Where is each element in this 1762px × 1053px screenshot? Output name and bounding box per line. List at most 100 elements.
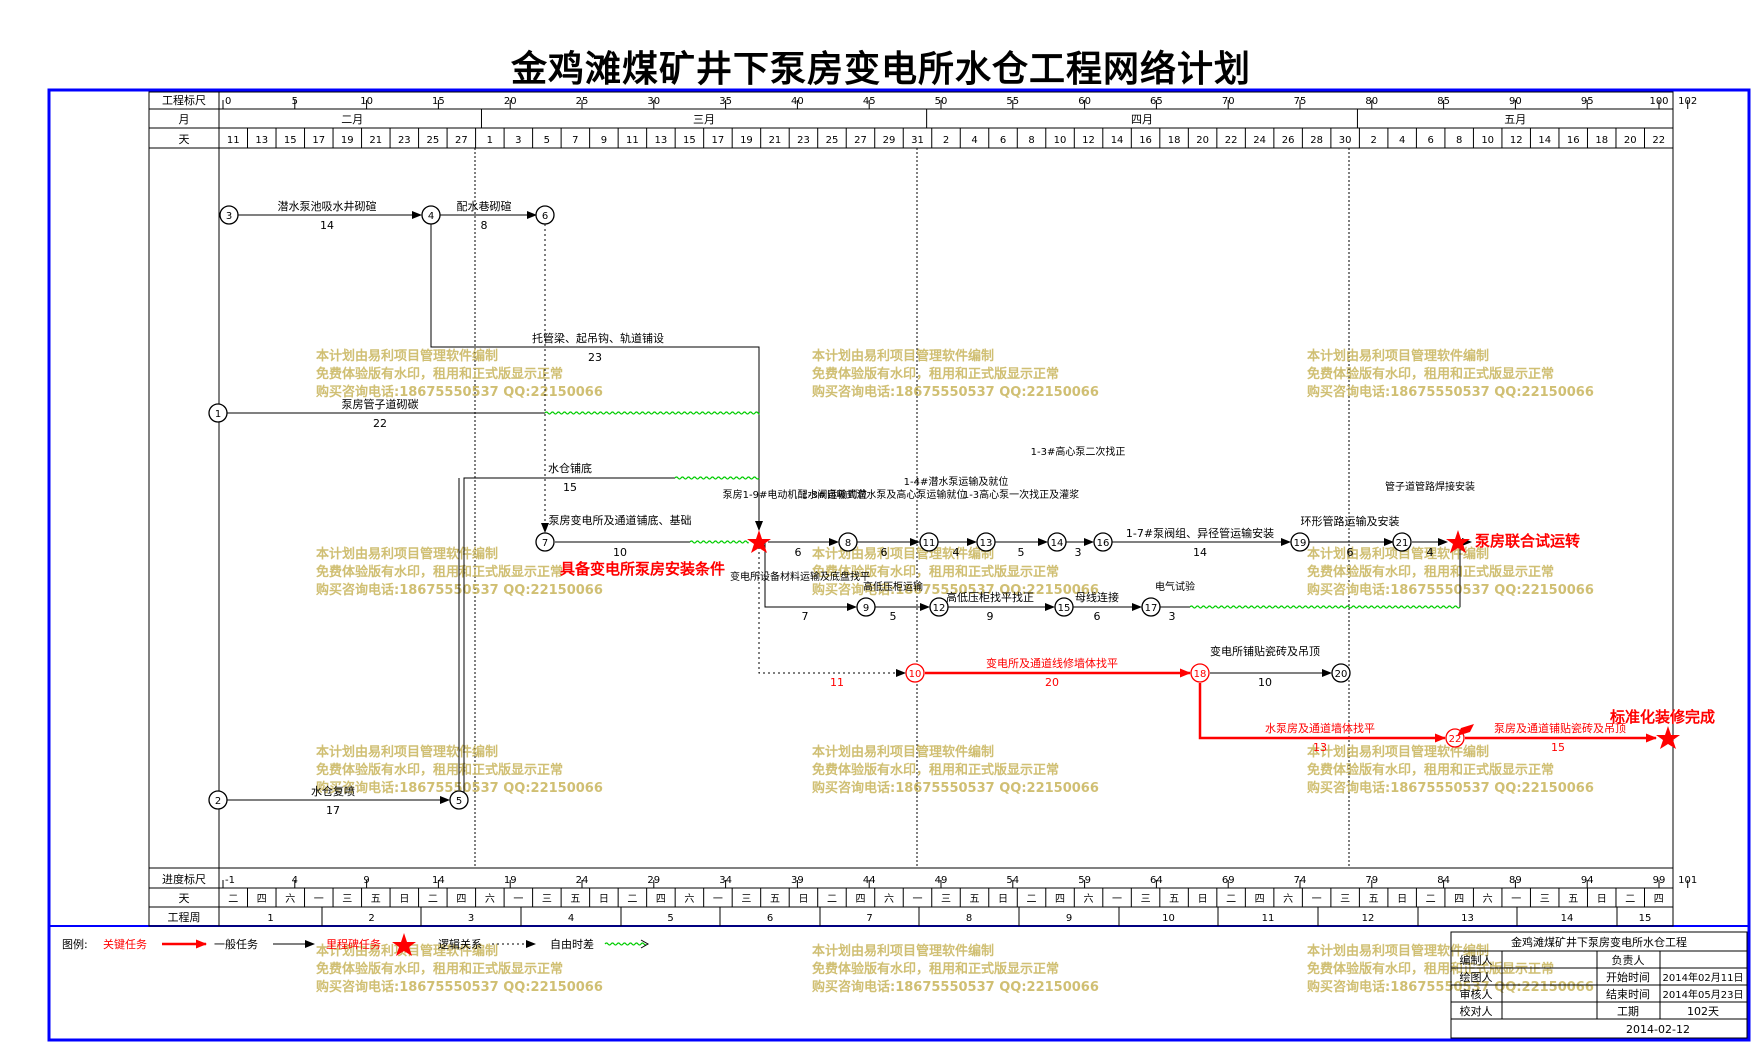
day-label: 6: [1427, 135, 1433, 146]
page-title: 金鸡滩煤矿井下泵房变电所水仓工程网络计划: [510, 48, 1251, 90]
week-label: 12: [1362, 913, 1375, 924]
weekday-label: 一: [513, 894, 523, 905]
event-node: [919, 532, 939, 552]
info-cell: 工期: [1617, 1005, 1639, 1018]
progress-tick-label: 64: [1150, 875, 1163, 886]
watermark-text: 本计划由易利项目管理软件编制: [316, 546, 498, 562]
scale-tick-label: 100: [1649, 96, 1668, 107]
weekday-label: 五: [1568, 894, 1578, 905]
day-label: 9: [601, 135, 607, 146]
day-label: 22: [1225, 135, 1238, 146]
event-node: [421, 205, 441, 225]
task-duration: 7: [802, 610, 809, 623]
day-label: 18: [1595, 135, 1608, 146]
weekday-label: 四: [855, 894, 865, 905]
week-label: 8: [966, 913, 972, 924]
scale-tick-label: 75: [1294, 96, 1307, 107]
task-label: 1-3#自吸式潜水泵及高心泵运输就位: [802, 488, 967, 501]
milestone-label-3: 标准化装修完成: [1609, 708, 1715, 726]
task-label: 泵房及通道铺贴瓷砖及吊顶: [1494, 721, 1626, 735]
scale-tick-label: 80: [1365, 96, 1378, 107]
month-row-label: 月: [179, 113, 190, 126]
legend-critical-label: 关键任务: [103, 937, 147, 951]
weekday-label: 日: [1397, 894, 1407, 905]
svg-text:9: 9: [863, 603, 869, 614]
progress-tick-label: 59: [1078, 875, 1091, 886]
scale-tick-label: 65: [1150, 96, 1163, 107]
month-label: 二月: [341, 113, 363, 126]
task-label: 变电所设备材料运输及底盘找平: [730, 570, 870, 583]
day-label: 23: [398, 135, 411, 146]
progress-tick-label: 14: [432, 875, 445, 886]
task-duration: 5: [890, 610, 897, 623]
day-label: 8: [1028, 135, 1034, 146]
weekday-label: 三: [542, 894, 552, 905]
watermark-text: 免费体验版有水印，租用和正式版显示正常: [812, 366, 1059, 382]
week-label: 1: [267, 913, 273, 924]
weekday-label: 一: [314, 894, 324, 905]
watermark-text: 免费体验版有水印，租用和正式版显示正常: [812, 564, 1059, 580]
outer-frame: [47, 88, 1751, 1042]
task-label: 配水巷砌碹: [457, 199, 512, 213]
svg-text:22: 22: [1449, 734, 1462, 745]
task-label: 泵房变电所及通道铺底、基础: [549, 513, 692, 527]
task-duration: 6: [1094, 610, 1101, 623]
watermark-group: 本计划由易利项目管理软件编制免费体验版有水印，租用和正式版显示正常购买咨询电话:…: [316, 348, 1594, 995]
svg-text:14: 14: [1051, 538, 1064, 549]
weekday-label: 六: [285, 893, 295, 905]
weekday-label: 五: [371, 894, 381, 905]
day-label: 22: [1652, 135, 1665, 146]
event-node: [1392, 532, 1412, 552]
weekday-label: 一: [912, 894, 922, 905]
watermark-text: 购买咨询电话:18675550537 QQ:22150066: [316, 979, 603, 995]
day-label: 4: [1399, 135, 1405, 146]
legend-logic-label: 逻辑关系: [438, 937, 482, 951]
watermark-text: 免费体验版有水印，租用和正式版显示正常: [316, 366, 563, 382]
watermark-text: 购买咨询电话:18675550537 QQ:22150066: [1307, 384, 1594, 400]
watermark-text: 本计划由易利项目管理软件编制: [812, 943, 994, 959]
week-label: 15: [1639, 913, 1652, 924]
day-label: 2: [943, 135, 949, 146]
task-label: 母线连接: [1075, 590, 1119, 604]
event-node: [535, 205, 555, 225]
watermark-text: 本计划由易利项目管理软件编制: [812, 348, 994, 364]
weekday-label: 四: [656, 894, 666, 905]
legend: 图例: 关键任务 一般任务 里程碑任务 逻辑关系 自由时差: [62, 933, 650, 956]
month-label: 四月: [1131, 113, 1153, 126]
svg-text:18: 18: [1194, 669, 1207, 680]
svg-text:7: 7: [542, 538, 548, 549]
weekday-label: 四: [1055, 894, 1065, 905]
day-label: 4: [971, 135, 977, 146]
task-label: 1-4#潜水泵运输及就位: [904, 475, 1009, 488]
progress-tick-label: 29: [647, 875, 660, 886]
legend-normal-label: 一般任务: [214, 938, 258, 951]
watermark-text: 本计划由易利项目管理软件编制: [1307, 744, 1489, 760]
task-duration: 6: [881, 546, 888, 559]
day-label: 25: [426, 135, 439, 146]
weekday-label: 日: [998, 894, 1008, 905]
svg-text:15: 15: [1058, 603, 1071, 614]
week-label: 5: [667, 913, 673, 924]
weekday-label: 六: [1084, 893, 1094, 905]
weekday-label: 二: [1226, 894, 1236, 905]
weekday-label: 一: [1312, 894, 1322, 905]
day-label: 21: [369, 135, 382, 146]
milestones: 具备变电所泵房安装条件 泵房联合试运转 标准化装修完成: [560, 530, 1715, 749]
watermark-text: 本计划由易利项目管理软件编制: [316, 348, 498, 364]
week-label: 14: [1561, 913, 1574, 924]
task-label: 变电所及通道线修墙体找平: [986, 656, 1118, 670]
task-duration: 4: [953, 546, 960, 559]
scale-tick-label: 10: [360, 96, 373, 107]
week-label: 3: [468, 913, 474, 924]
task-duration: 6: [795, 546, 802, 559]
day-label: 30: [1339, 135, 1352, 146]
progress-tick-label: 24: [576, 875, 589, 886]
task-label: 环形管路运输及安装: [1301, 514, 1400, 528]
watermark-text: 免费体验版有水印，租用和正式版显示正常: [812, 762, 1059, 778]
weekday-label: 三: [1340, 894, 1350, 905]
weekday-label: 二: [627, 894, 637, 905]
event-node: [219, 205, 239, 225]
